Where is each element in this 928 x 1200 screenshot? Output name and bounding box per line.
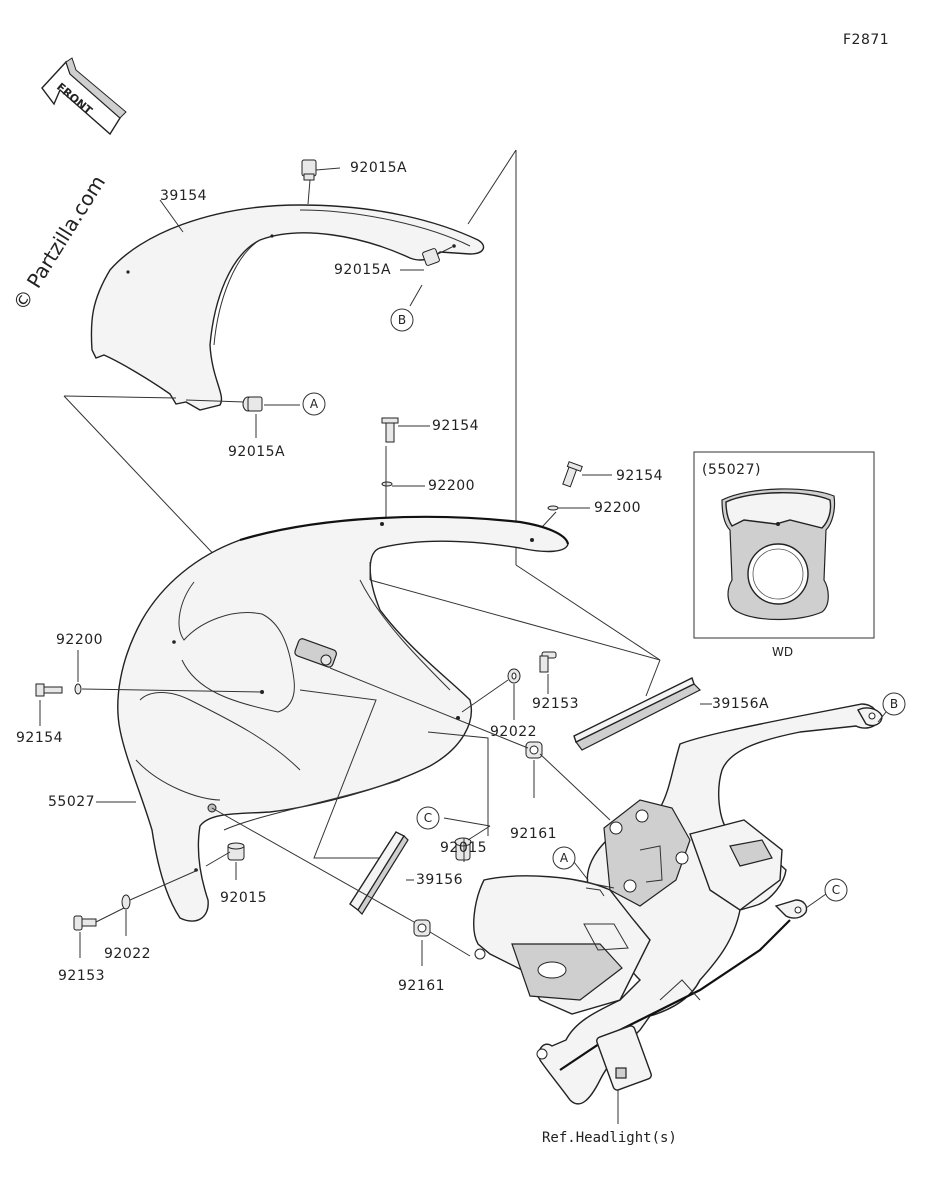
callout-a-upper: A (302, 392, 326, 416)
label-92200-center: 92200 (428, 478, 475, 494)
callout-b-upper: B (390, 308, 414, 332)
inset-caption: WD (772, 645, 793, 659)
screw-92154-left (35, 683, 63, 697)
svg-text:C: C (424, 811, 432, 825)
label-92022-right: 92022 (490, 724, 537, 740)
grommet-92161-upper (329, 667, 611, 821)
washer-92200-center (381, 446, 425, 520)
svg-text:B: B (890, 697, 898, 711)
washer-92022-left (121, 869, 199, 936)
label-92161-upper: 92161 (510, 826, 557, 842)
center-leader-lines (299, 689, 489, 859)
label-55027: 55027 (48, 794, 95, 810)
front-arrow-icon: FRONT (41, 57, 127, 136)
svg-text:A: A (310, 397, 319, 411)
label-39154: 39154 (160, 188, 207, 204)
strip-39156 (349, 831, 414, 915)
label-39156a: 39156A (712, 696, 769, 712)
screw-92153-left (73, 907, 125, 958)
label-92153-left: 92153 (58, 968, 105, 984)
label-92015-left: 92015 (220, 890, 267, 906)
callout-c-center: C (416, 806, 440, 830)
callout-b-lower: B (877, 692, 906, 723)
cowl-55027 (117, 515, 570, 922)
grommet-92015a-top (301, 159, 317, 181)
screw-92153-right (539, 651, 557, 673)
label-92015a-mid: 92015A (334, 262, 391, 278)
grommet-92161-lower (413, 919, 471, 966)
grommet-92015a-mid (422, 248, 440, 266)
callout-c-lower: C (805, 878, 848, 909)
grommet-92015-left (205, 842, 245, 880)
inset-panel: (55027) WD (693, 451, 875, 659)
label-92200-left: 92200 (56, 632, 103, 648)
label-39156: 39156 (416, 872, 463, 888)
svg-text:C: C (832, 883, 840, 897)
screw-92154-right (562, 461, 612, 488)
label-92154-right: 92154 (616, 468, 663, 484)
headlight-bracket (473, 703, 883, 1105)
washer-92200-right (529, 505, 590, 541)
strip-39156a (369, 562, 712, 751)
screw-92154-center (381, 417, 430, 443)
grommet-92015a-low (242, 396, 263, 412)
windscreen-39154 (90, 204, 485, 411)
svg-text:A: A (560, 851, 569, 865)
label-ref-headlight: Ref.Headlight(s) (542, 1130, 677, 1146)
washer-92022-right (461, 668, 521, 713)
washer-92200-left (74, 650, 263, 695)
label-92154-left: 92154 (16, 730, 63, 746)
watermark: © Partzilla.com (8, 171, 110, 315)
inset-ref: (55027) (702, 462, 761, 478)
label-92153-right: 92153 (532, 696, 579, 712)
label-92161-lower: 92161 (398, 978, 445, 994)
label-92015a-top: 92015A (350, 160, 407, 176)
label-92022-left: 92022 (104, 946, 151, 962)
label-92015-center: 92015 (440, 840, 487, 856)
figure-code: F2871 (843, 32, 889, 48)
label-92200-right: 92200 (594, 500, 641, 516)
label-92015a-low: 92015A (228, 444, 285, 460)
svg-text:B: B (398, 313, 406, 327)
callout-a-lower: A (552, 846, 589, 881)
grommet-92015-center (443, 817, 491, 862)
label-92154-center: 92154 (432, 418, 479, 434)
